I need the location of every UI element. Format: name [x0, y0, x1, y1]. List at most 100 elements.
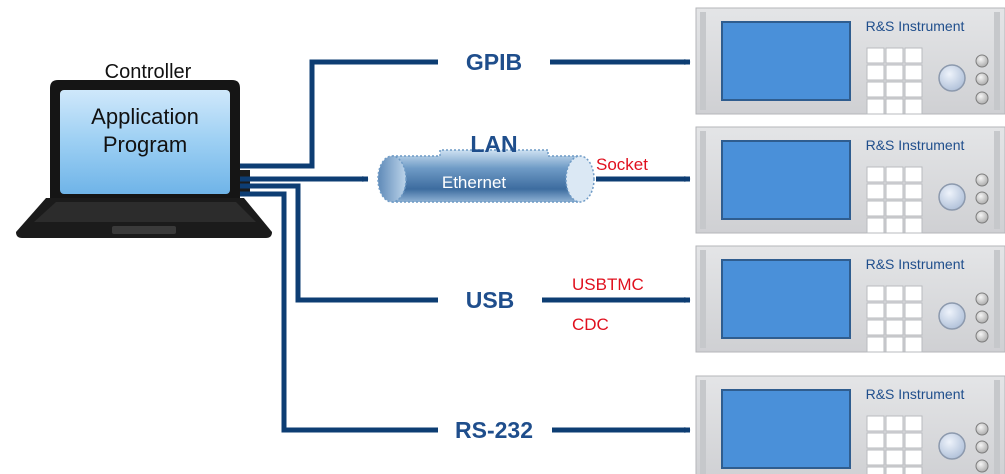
laptop-touchpad: [112, 226, 176, 234]
keypad-key: [886, 48, 903, 63]
keypad-key: [886, 303, 903, 318]
keypad-key: [886, 450, 903, 465]
keypad-key: [867, 337, 884, 352]
keypad-key: [886, 416, 903, 431]
panel-button: [976, 174, 988, 186]
instrument-3: R&S Instrument: [696, 246, 1005, 352]
keypad-key: [905, 303, 922, 318]
rotary-knob: [939, 303, 965, 329]
keypad-key: [867, 450, 884, 465]
keypad-key: [867, 286, 884, 301]
instrument-1: R&S Instrument: [696, 8, 1005, 114]
keypad-key: [867, 82, 884, 97]
keypad-key: [886, 99, 903, 114]
instrument-screen: [722, 390, 850, 468]
gpib-cable-left: [240, 62, 438, 166]
keypad-key: [886, 467, 903, 474]
rotary-knob: [939, 184, 965, 210]
instrument-handle-right: [994, 131, 1000, 229]
keypad-key: [905, 337, 922, 352]
controller-label: Controller: [105, 61, 192, 83]
keypad-key: [867, 65, 884, 80]
instrument-handle-left: [700, 250, 706, 348]
keypad-key: [905, 467, 922, 474]
keypad-key: [905, 201, 922, 216]
keypad-key: [886, 184, 903, 199]
panel-button: [976, 441, 988, 453]
keypad-key: [867, 99, 884, 114]
instrument-label: R&S Instrument: [866, 18, 965, 34]
laptop-port-block: [240, 170, 250, 194]
ethernet-cable-end-right: [566, 156, 594, 202]
keypad-key: [867, 416, 884, 431]
panel-button: [976, 311, 988, 323]
cdc-label: CDC: [572, 315, 609, 334]
instrument-handle-left: [700, 131, 706, 229]
panel-button: [976, 73, 988, 85]
keypad-key: [905, 99, 922, 114]
keypad-key: [867, 433, 884, 448]
keypad-key: [905, 184, 922, 199]
usb-label: USB: [466, 287, 515, 313]
keypad-key: [886, 337, 903, 352]
keypad-key: [905, 65, 922, 80]
keypad-key: [905, 450, 922, 465]
usb-cable-left: [240, 186, 438, 300]
keypad-key: [867, 303, 884, 318]
gpib-label: GPIB: [466, 49, 522, 75]
ethernet-label: Ethernet: [442, 173, 507, 192]
keypad-key: [886, 201, 903, 216]
panel-button: [976, 211, 988, 223]
connection-lines: [240, 62, 690, 430]
keypad-key: [905, 48, 922, 63]
instrument-label: R&S Instrument: [866, 256, 965, 272]
keypad-key: [867, 48, 884, 63]
keypad-key: [905, 167, 922, 182]
keypad-key: [886, 218, 903, 233]
usbtmc-label: USBTMC: [572, 275, 644, 294]
screen-text-application: Application: [91, 104, 199, 129]
laptop-controller: Controller Application Program: [16, 61, 272, 238]
keypad-key: [905, 433, 922, 448]
keypad-key: [905, 416, 922, 431]
instrument-screen: [722, 141, 850, 219]
instrument-handle-left: [700, 380, 706, 474]
instrument-2: R&S Instrument: [696, 127, 1005, 233]
keypad-key: [905, 320, 922, 335]
instrument-screen: [722, 22, 850, 100]
keypad-key: [867, 167, 884, 182]
instrument-handle-right: [994, 380, 1000, 474]
panel-button: [976, 92, 988, 104]
keypad-key: [867, 184, 884, 199]
keypad-key: [886, 82, 903, 97]
keypad-key: [867, 467, 884, 474]
instrument-stack: R&S InstrumentR&S InstrumentR&S Instrume…: [696, 8, 1005, 474]
instrument-label: R&S Instrument: [866, 137, 965, 153]
panel-button: [976, 423, 988, 435]
panel-button: [976, 293, 988, 305]
keypad-key: [867, 218, 884, 233]
keypad-key: [886, 433, 903, 448]
screen-text-program: Program: [103, 132, 187, 157]
instrument-screen: [722, 260, 850, 338]
lan-label: LAN: [470, 131, 517, 157]
keypad-key: [905, 82, 922, 97]
rotary-knob: [939, 433, 965, 459]
panel-button: [976, 192, 988, 204]
keypad-key: [886, 167, 903, 182]
instrument-label: R&S Instrument: [866, 386, 965, 402]
ethernet-cable-end-left: [378, 156, 406, 202]
keypad-key: [886, 320, 903, 335]
instrument-handle-right: [994, 250, 1000, 348]
panel-button: [976, 460, 988, 472]
instrument-handle-left: [700, 12, 706, 110]
keypad-key: [867, 201, 884, 216]
laptop-keyboard: [34, 202, 256, 222]
keypad-key: [867, 320, 884, 335]
rs232-label: RS-232: [455, 417, 533, 443]
keypad-key: [905, 286, 922, 301]
panel-button: [976, 55, 988, 67]
keypad-key: [905, 218, 922, 233]
